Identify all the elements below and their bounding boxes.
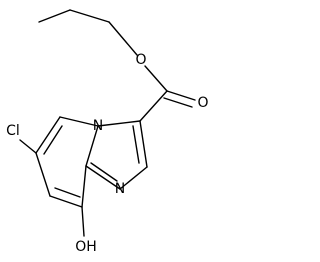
bond-ester-oxygen-carbonyl [144, 65, 168, 92]
hydroxyl-label: OH [75, 239, 97, 255]
bond-carbonyl-double-1 [166, 90, 196, 101]
chemical-structure: O O Cl N N OH [6, 9, 209, 255]
bond-c3-c2-inner [132, 125, 140, 164]
atom-labels: O O Cl N N OH [6, 52, 208, 255]
ester-oxygen-label: O [135, 52, 146, 68]
bond-c5-c6 [35, 116, 61, 154]
bond-ethyl-methylene [69, 9, 110, 23]
bond-carbonyl-to-c3 [139, 90, 168, 122]
carbonyl-oxygen-label: O [197, 95, 208, 111]
bond-bridge-n-c8a [85, 125, 99, 167]
bond-methylene-ester-oxygen [108, 21, 138, 56]
bond-c7-c8 [49, 195, 83, 208]
bond-c7-c8-inner [54, 187, 81, 198]
bond-c8-c8a [81, 165, 87, 208]
bond-c5-c6-inner [43, 125, 63, 155]
bridge-nitrogen-label: N [93, 118, 103, 134]
bond-c3-bridge-n [97, 120, 141, 127]
bond-ring-n-c8a [85, 165, 121, 190]
bond-ring-n-c8a-inner [90, 162, 118, 182]
bond-carbonyl-double-2 [163, 97, 193, 108]
bond-c6-chloro [19, 139, 37, 154]
bond-c8-hydroxyl [81, 206, 85, 237]
bond-ethyl-methyl [38, 9, 71, 23]
bond-c6-c7 [35, 152, 51, 197]
chloro-label: Cl [6, 123, 20, 139]
ring-nitrogen-label: N [115, 181, 125, 197]
bond-lines [19, 9, 196, 237]
bond-bridge-n-c5 [59, 116, 99, 127]
bond-c2-ring-n [119, 166, 148, 190]
bond-c3-c2 [139, 120, 148, 168]
